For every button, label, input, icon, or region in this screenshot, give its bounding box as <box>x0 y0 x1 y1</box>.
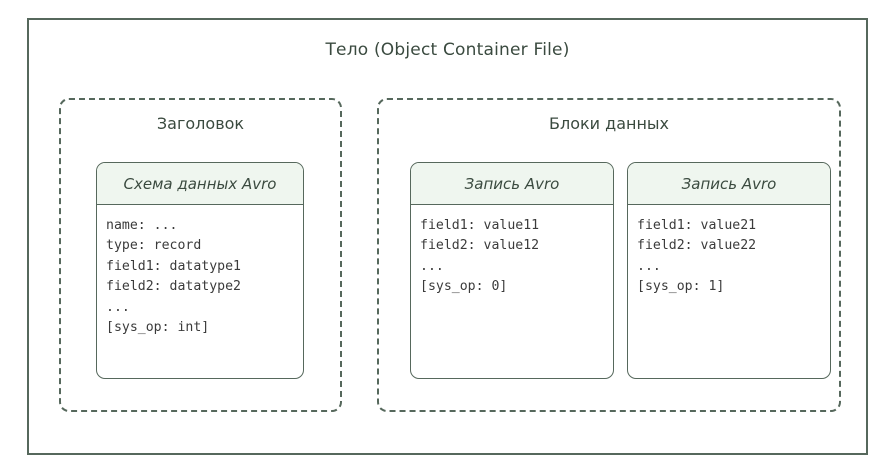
code-line: [sys_op: 0] <box>420 279 508 295</box>
card-title-avro-record-1: Запись Avro <box>411 163 613 205</box>
code-line: [sys_op: 1] <box>637 279 725 295</box>
card-title-avro-record-2: Запись Avro <box>628 163 830 205</box>
card-avro-record-1: Запись Avro field1: value11 field2: valu… <box>410 162 614 379</box>
code-line: field1: value21 <box>637 218 757 233</box>
code-line: field2: value12 <box>420 238 540 254</box>
card-avro-record-2: Запись Avro field1: value21 field2: valu… <box>627 162 831 379</box>
group-label-data-blocks: Блоки данных <box>548 114 670 133</box>
card-body-avro-schema: name: ... type: record field1: datatype1… <box>97 205 303 339</box>
group-label-header-block: Заголовок <box>156 114 245 133</box>
card-body-avro-record-1: field1: value11 field2: value12 ... [sys… <box>411 205 613 298</box>
card-avro-schema: Схема данных Avro name: ... type: record… <box>96 162 304 379</box>
code-line: type: record <box>106 238 202 254</box>
code-line: field2: value22 <box>637 238 757 254</box>
diagram-title: Тело (Object Container File) <box>325 40 570 60</box>
code-line: ... <box>420 258 444 274</box>
code-line: ... <box>637 258 661 274</box>
card-body-avro-record-2: field1: value21 field2: value22 ... [sys… <box>628 205 830 298</box>
code-line: field1: value11 <box>420 218 540 233</box>
code-line: name: ... <box>106 218 178 233</box>
code-line: ... <box>106 299 130 315</box>
code-line: [sys_op: int] <box>106 320 210 336</box>
code-line: field2: datatype2 <box>106 279 241 295</box>
card-title-avro-schema: Схема данных Avro <box>97 163 303 205</box>
group-header-block: Заголовок <box>59 98 342 412</box>
code-line: field1: datatype1 <box>106 258 241 274</box>
group-data-blocks: Блоки данных <box>377 98 841 412</box>
